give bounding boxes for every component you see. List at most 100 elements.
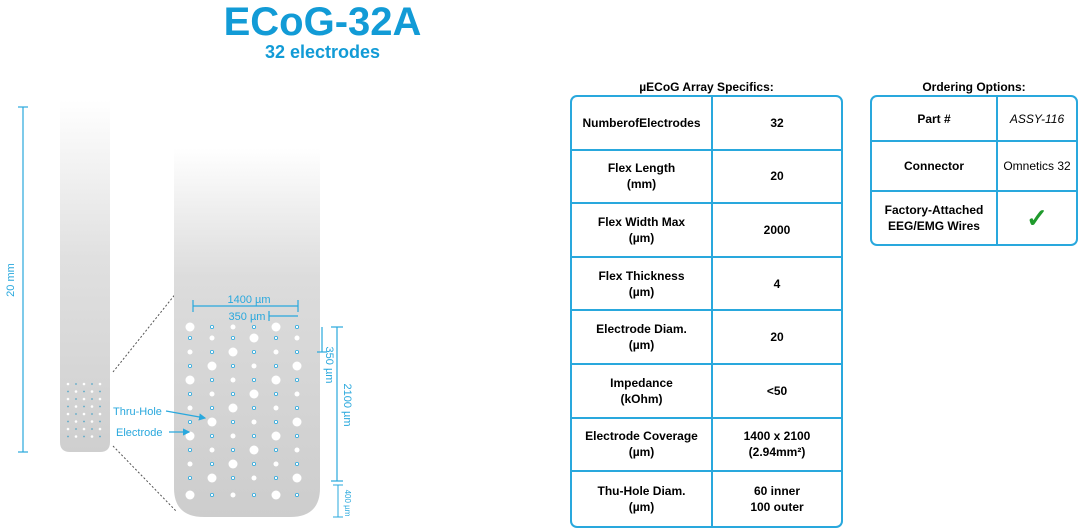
overview-site	[90, 435, 94, 438]
spec-value: 20	[713, 151, 841, 205]
tip-dimension: 400 µm	[333, 484, 352, 518]
electrode-site	[273, 391, 278, 396]
electrode-site	[294, 324, 299, 329]
spec-row: Impedance(kOhm)<50	[572, 364, 841, 419]
electrode-site	[209, 461, 214, 466]
electrode-site	[230, 363, 235, 368]
spec-value: 1400 x 2100(2.94mm²)	[713, 419, 841, 473]
electrode-site	[230, 335, 235, 340]
electrode-array-diagram: 20 mm 1400 µm 350 µm 2100 µm 350 µm 400	[5, 100, 353, 518]
overview-site	[82, 427, 86, 431]
overview-site	[91, 428, 93, 430]
electrode-site	[294, 349, 299, 354]
ordering-row-connector: Connector Omnetics 32	[872, 142, 1076, 192]
overview-site	[74, 390, 78, 393]
page-subtitle: 32 electrodes	[264, 42, 381, 62]
electrode-site	[209, 492, 214, 497]
part-value: ASSY-116	[998, 97, 1076, 142]
overview-site	[74, 405, 78, 408]
thru-hole	[207, 473, 217, 483]
ordering-table: Part # ASSY-116 Connector Omnetics 32 Fa…	[870, 95, 1078, 246]
spec-value: 32	[713, 97, 841, 151]
overview-site	[74, 420, 78, 423]
overview-site	[75, 383, 77, 385]
overview-site	[75, 398, 77, 400]
thru-hole	[209, 335, 215, 341]
thru-hole	[228, 459, 238, 469]
spec-label: Flex Thickness(µm)	[572, 257, 713, 312]
thru-hole	[207, 361, 217, 371]
thru-hole	[271, 375, 281, 385]
spec-row: Flex Length(mm)20	[572, 150, 841, 205]
thru-hole	[230, 377, 236, 383]
array-detail-shape	[174, 148, 320, 517]
overview-site	[91, 383, 93, 385]
overview-site	[90, 420, 94, 423]
spec-row: Flex Width Max(µm)2000	[572, 204, 841, 258]
spec-value: 2000	[713, 204, 841, 258]
overview-site	[75, 428, 77, 430]
electrode-site	[294, 492, 299, 497]
overview-site	[74, 435, 78, 438]
checkmark-icon: ✓	[1026, 203, 1048, 233]
overview-site	[99, 390, 101, 393]
overview-site	[91, 398, 93, 400]
overview-site	[67, 390, 69, 393]
thru-hole	[207, 417, 217, 427]
overview-site	[67, 435, 69, 438]
thru-hole	[249, 333, 259, 343]
electrode-site	[294, 461, 299, 466]
spec-row: Electrode Diam.(µm)20	[572, 311, 841, 365]
thru-hole	[273, 461, 279, 467]
electrode-callout: Electrode	[116, 427, 191, 439]
electrode-site	[187, 419, 192, 424]
thru-hole	[271, 490, 281, 500]
electrode-site	[230, 447, 235, 452]
electrode-site	[230, 391, 235, 396]
overview-site	[83, 420, 85, 423]
specs-caption: µECoG Array Specifics:	[639, 80, 774, 94]
spec-label: Electrode Coverage(µm)	[572, 418, 713, 473]
electrode-site	[209, 377, 214, 382]
electrode-label: Electrode	[116, 427, 162, 439]
electrode-site	[273, 335, 278, 340]
connector-value: Omnetics 32	[998, 142, 1076, 192]
thru-hole	[187, 349, 193, 355]
thru-hole	[185, 322, 195, 332]
electrode-site	[187, 391, 192, 396]
overview-site	[98, 427, 102, 431]
electrode-site	[209, 349, 214, 354]
thru-hole	[249, 445, 259, 455]
thru-hole	[249, 389, 259, 399]
thru-hole	[185, 431, 195, 441]
overview-site	[99, 420, 101, 423]
thru-hole	[185, 490, 195, 500]
thru-hole	[209, 391, 215, 397]
array-overview-shape	[60, 100, 110, 452]
spec-label: Impedance(kOhm)	[572, 364, 713, 419]
spec-label: NumberofElectrodes	[572, 97, 713, 151]
overview-site	[82, 397, 86, 401]
electrode-site	[251, 492, 256, 497]
thru-hole	[273, 405, 279, 411]
thru-hole	[187, 461, 193, 467]
overview-site	[99, 405, 101, 408]
thru-hole	[230, 324, 236, 330]
thru-hole	[209, 447, 215, 453]
thru-hole-callout: Thru-Hole	[113, 406, 207, 421]
thru-hole	[273, 349, 279, 355]
thru-hole-label: Thru-Hole	[113, 406, 162, 418]
part-label: Part #	[872, 97, 998, 142]
overview-site	[66, 427, 70, 431]
ordering-row-part: Part # ASSY-116	[872, 97, 1076, 142]
electrode-site	[273, 475, 278, 480]
height-dimension: 2100 µm	[331, 326, 353, 482]
thru-hole	[292, 417, 302, 427]
connector-label: Connector	[872, 142, 998, 192]
electrode-site	[273, 447, 278, 452]
length-label: 20 mm	[5, 263, 17, 297]
overview-site	[83, 390, 85, 393]
electrode-site	[209, 433, 214, 438]
